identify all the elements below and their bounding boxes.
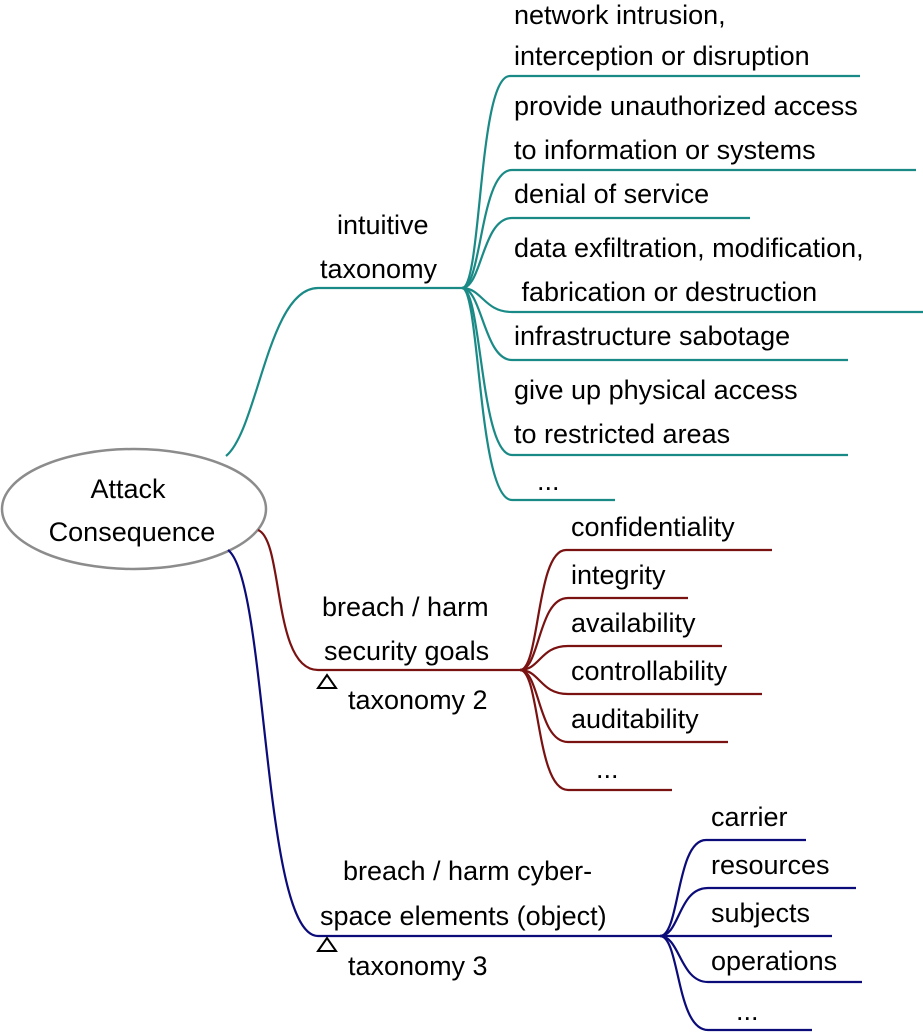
- leaf-infrastructure-sabotage: infrastructure sabotage: [514, 321, 790, 351]
- leaf-ellipsis-2: ...: [596, 754, 619, 784]
- leaf-unauthorized-access-line1: provide unauthorized access: [514, 91, 858, 121]
- leaf-subjects: subjects: [711, 898, 810, 928]
- connector-to-leaf-confidentiality: [519, 548, 772, 672]
- leaf-confidentiality: confidentiality: [571, 512, 735, 542]
- branch3-labels: breach / harm cyber- space elements (obj…: [316, 802, 837, 1026]
- connector-to-leaf-data-exfiltration: [461, 286, 923, 314]
- leaf-data-exfiltration-line1: data exfiltration, modification,: [514, 233, 864, 263]
- leaf-resources: resources: [711, 850, 830, 880]
- connector-to-leaf-resources: [659, 886, 856, 938]
- node-intuitive-line2: taxonomy: [320, 254, 438, 284]
- root-ellipse: [0, 447, 268, 571]
- connector-to-leaf-carrier: [659, 838, 806, 938]
- connector-to-leaf-operations: [659, 934, 862, 984]
- node-cyberspace-line2: space elements (object): [320, 901, 607, 931]
- connector-to-leaf-network-intrusion: [461, 74, 860, 290]
- connector-to-leaf-ellipsis-2: [519, 668, 672, 792]
- connector-to-leaf-ellipsis-1: [461, 286, 615, 502]
- connector-to-leaf-controllability: [519, 668, 762, 696]
- node-intuitive-line1: intuitive: [337, 210, 429, 240]
- leaf-carrier: carrier: [711, 802, 788, 832]
- leaf-network-intrusion-line1: network intrusion,: [514, 0, 726, 30]
- connector-to-leaf-physical-access: [461, 286, 848, 457]
- branch-intuitive-taxonomy: [225, 74, 923, 502]
- leaf-network-intrusion-line2: interception or disruption: [514, 41, 810, 71]
- branch-security-goals: [257, 528, 772, 792]
- node-security-goals-line2: security goals: [324, 636, 489, 666]
- connector-to-leaf-ellipsis-3: [659, 934, 812, 1032]
- leaf-availability: availability: [571, 608, 696, 638]
- connector-to-leaf-denial-of-service: [461, 216, 750, 290]
- leaf-operations: operations: [711, 946, 837, 976]
- root-label-line2: Consequence: [49, 517, 216, 547]
- connector-to-leaf-integrity: [519, 596, 688, 672]
- leaf-data-exfiltration-line2: fabrication or destruction: [514, 277, 817, 307]
- leaf-auditability: auditability: [571, 704, 699, 734]
- branch2-labels: breach / harm security goals taxonomy 2 …: [316, 512, 735, 784]
- branch-cyberspace-elements: [227, 549, 862, 1032]
- root-label-line1: Attack: [90, 474, 166, 504]
- connector-to-leaf-infrastructure-sabotage: [461, 286, 848, 362]
- taxonomy-3-label: taxonomy 3: [348, 951, 488, 981]
- connector-to-leaf-unauthorized-access: [461, 168, 916, 290]
- connector-root-to-cyberspace: [227, 549, 660, 938]
- leaf-ellipsis-1: ...: [537, 466, 560, 496]
- branch1-labels: intuitive taxonomy network intrusion, in…: [320, 0, 864, 496]
- root-node: Attack Consequence: [0, 447, 268, 571]
- leaf-physical-access-line1: give up physical access: [514, 375, 798, 405]
- taxonomy-2-label: taxonomy 2: [348, 685, 488, 715]
- connector-root-to-intuitive: [225, 286, 462, 457]
- leaf-denial-of-service: denial of service: [514, 179, 709, 209]
- connector-root-to-security-goals: [257, 528, 520, 672]
- node-cyberspace-line1: breach / harm cyber-: [343, 856, 592, 886]
- leaf-physical-access-line2: to restricted areas: [514, 419, 730, 449]
- leaf-ellipsis-3: ...: [736, 996, 759, 1026]
- leaf-integrity: integrity: [571, 560, 666, 590]
- taxonomy-2-triangle-icon: [316, 673, 338, 689]
- leaf-unauthorized-access-line2: to information or systems: [514, 135, 816, 165]
- taxonomy-3-triangle-icon: [316, 936, 338, 952]
- connector-to-leaf-availability: [519, 644, 722, 672]
- node-security-goals-line1: breach / harm: [322, 592, 489, 622]
- leaf-controllability: controllability: [571, 656, 728, 686]
